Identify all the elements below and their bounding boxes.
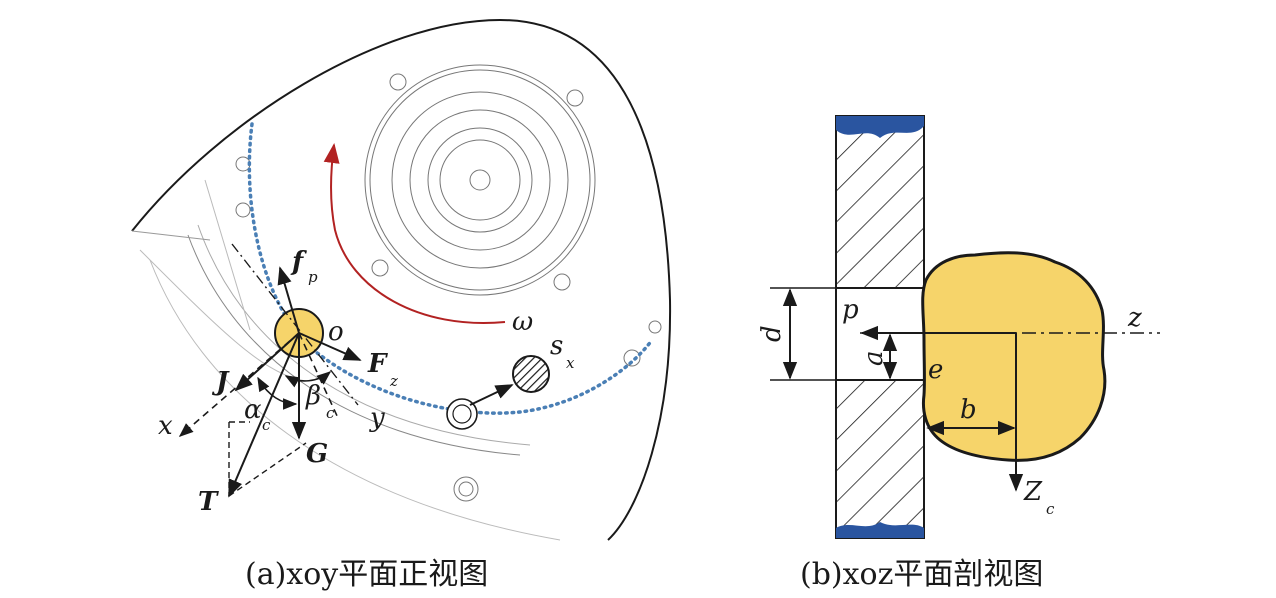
fp-label: f	[290, 247, 307, 277]
b-label: b	[960, 395, 977, 425]
sx-sub: x	[566, 354, 575, 372]
Fz-vector	[298, 332, 362, 361]
hub	[364, 64, 596, 296]
z-label: z	[1127, 303, 1142, 333]
wall-bottom-cap	[836, 522, 924, 538]
particle-trajectory	[247, 122, 654, 415]
caption-b: (b)xoz平面剖视图	[800, 557, 1043, 592]
particle-blob	[921, 251, 1107, 462]
a-label: a	[859, 350, 889, 366]
start-position	[446, 398, 478, 430]
y-label: y	[369, 403, 385, 433]
end-position	[512, 355, 550, 393]
rotation-arrow	[323, 143, 506, 324]
start-position-inner	[452, 404, 472, 424]
Fz-label: F	[367, 349, 388, 379]
beta-arc	[284, 371, 332, 388]
e-label: e	[928, 355, 943, 385]
fp-sub: p	[308, 268, 318, 286]
alpha-arc	[257, 376, 298, 410]
wall-top-cap	[836, 116, 924, 138]
x-axis-dashed	[178, 332, 300, 437]
tangent-axis	[231, 243, 359, 406]
rotor-arc-4	[139, 249, 301, 381]
T-label: T	[198, 487, 219, 517]
o-label: o	[328, 317, 344, 347]
sx-vector	[469, 384, 514, 406]
construction-line-2	[228, 442, 307, 497]
y-axis-dashed	[298, 332, 339, 419]
housing-edge	[131, 230, 211, 241]
bolt-holes	[235, 73, 662, 502]
housing-edge-2	[204, 179, 251, 331]
rotor-arc-3	[149, 259, 561, 541]
alpha-sub: c	[262, 416, 271, 434]
J-label: J	[211, 367, 230, 397]
beta-sub: c	[326, 404, 335, 422]
housing-outline	[131, 18, 672, 541]
p-label: p	[842, 295, 859, 325]
sx-label: s	[550, 331, 563, 361]
caption-a: (a)xoy平面正视图	[245, 557, 488, 592]
Zc-label: Z	[1023, 477, 1043, 507]
Fz-sub: z	[389, 372, 398, 390]
wall-upper	[835, 115, 925, 289]
wall-lower	[835, 379, 925, 539]
d-label: d	[757, 325, 787, 342]
beta-label: β	[305, 381, 321, 411]
Zc-sub: c	[1046, 500, 1055, 518]
T-vector	[228, 332, 300, 498]
fp-vector	[277, 266, 300, 334]
omega-label: ω	[512, 307, 533, 337]
figure-b: d z p a e Z c b (b)xoz平面剖视图	[757, 115, 1160, 592]
x-label: x	[158, 411, 173, 441]
alpha-label: α	[244, 395, 262, 425]
G-label: G	[306, 439, 328, 469]
figure-a: ω o f p F z J x y G T α c β c	[131, 18, 672, 592]
